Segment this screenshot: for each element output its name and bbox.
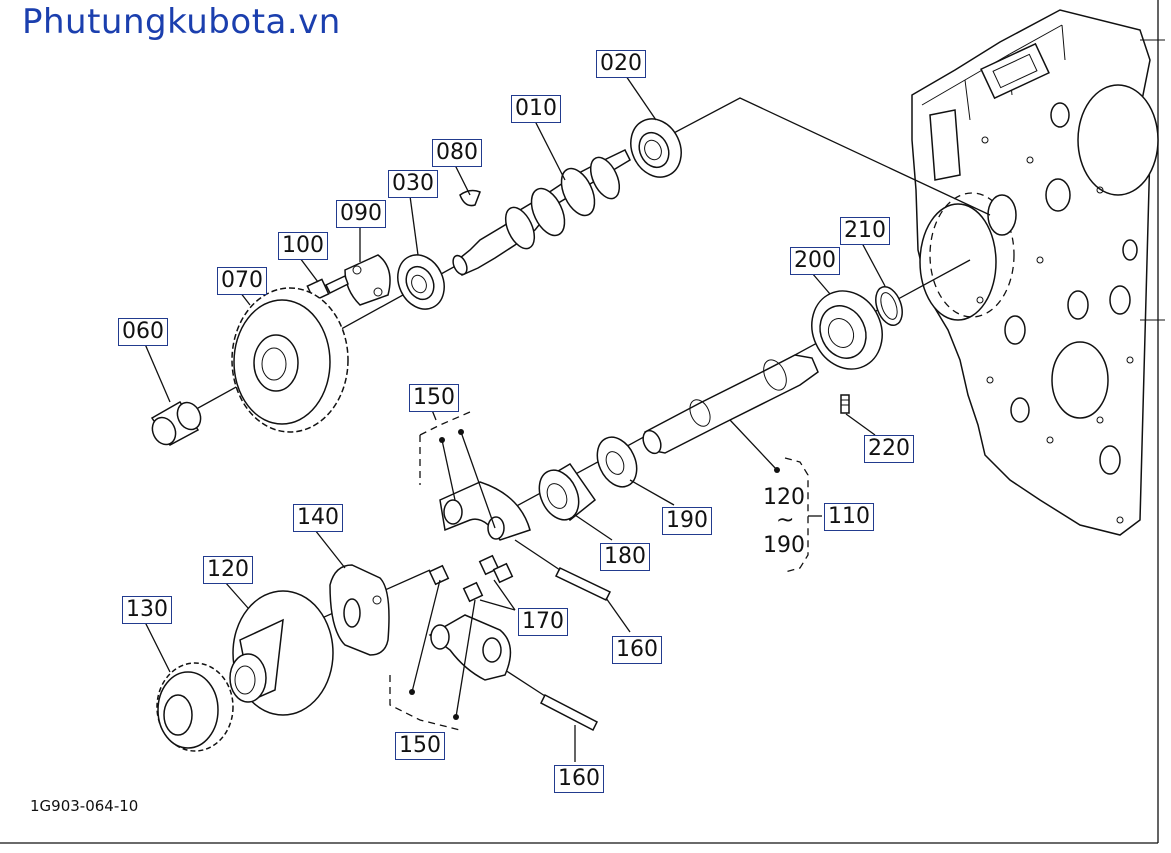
callout-150-lower: 150 xyxy=(395,732,445,760)
governor-shaft-110 xyxy=(642,354,819,455)
callout-090: 090 xyxy=(336,200,386,228)
callout-100: 100 xyxy=(278,232,328,260)
callout-120: 120 xyxy=(203,556,253,584)
bushing-060 xyxy=(150,400,202,446)
callout-210: 210 xyxy=(840,217,890,245)
callout-140: 140 xyxy=(293,504,343,532)
engine-housing xyxy=(911,9,1165,536)
callout-110: 110 xyxy=(824,503,874,531)
bearing-020-leader-line xyxy=(669,97,991,216)
callout-220: 220 xyxy=(864,435,914,463)
gear-130 xyxy=(156,662,234,752)
screw-220 xyxy=(840,394,850,414)
bearing-030 xyxy=(397,254,445,310)
callout-160-upper: 160 xyxy=(612,636,662,664)
callout-150-upper: 150 xyxy=(409,384,459,412)
bracket-110 xyxy=(784,457,809,573)
callout-060: 060 xyxy=(118,318,168,346)
callout-030: 030 xyxy=(388,170,438,198)
range-label-from: 120 xyxy=(763,485,805,510)
callout-010: 010 xyxy=(511,95,561,123)
washer-190 xyxy=(596,436,638,488)
range-label-tilde: ~ xyxy=(776,508,795,533)
sleeve-180 xyxy=(538,462,597,522)
governor-weight-lower-150 xyxy=(428,614,512,681)
key-080 xyxy=(459,189,481,207)
callout-080: 080 xyxy=(432,139,482,167)
bracket-150-lower xyxy=(389,675,461,731)
drawing-code: 1G903-064-10 xyxy=(30,797,139,815)
camshaft-010 xyxy=(452,149,631,276)
pin-160-lower xyxy=(539,693,599,732)
bolts-170 xyxy=(428,554,514,603)
bolt-100 xyxy=(306,274,349,302)
governor-weight-upper-150 xyxy=(439,481,531,541)
retainer-plate-090 xyxy=(344,254,391,306)
callout-170: 170 xyxy=(518,608,568,636)
plate-140 xyxy=(329,564,390,656)
callout-180: 180 xyxy=(600,543,650,571)
site-watermark: Phutungkubota.vn xyxy=(22,2,341,42)
snap-ring-210 xyxy=(875,286,903,326)
callout-200: 200 xyxy=(790,247,840,275)
callout-130: 130 xyxy=(122,596,172,624)
callout-070: 070 xyxy=(217,267,267,295)
gear-hub-120 xyxy=(229,590,334,716)
pin-160-upper xyxy=(554,567,612,601)
gear-070 xyxy=(231,287,349,433)
callout-020: 020 xyxy=(596,50,646,78)
callout-160-lower: 160 xyxy=(554,765,604,793)
bearing-200 xyxy=(811,290,883,370)
bearing-020 xyxy=(630,118,682,178)
callout-190: 190 xyxy=(662,507,712,535)
range-label-to: 190 xyxy=(763,533,805,558)
